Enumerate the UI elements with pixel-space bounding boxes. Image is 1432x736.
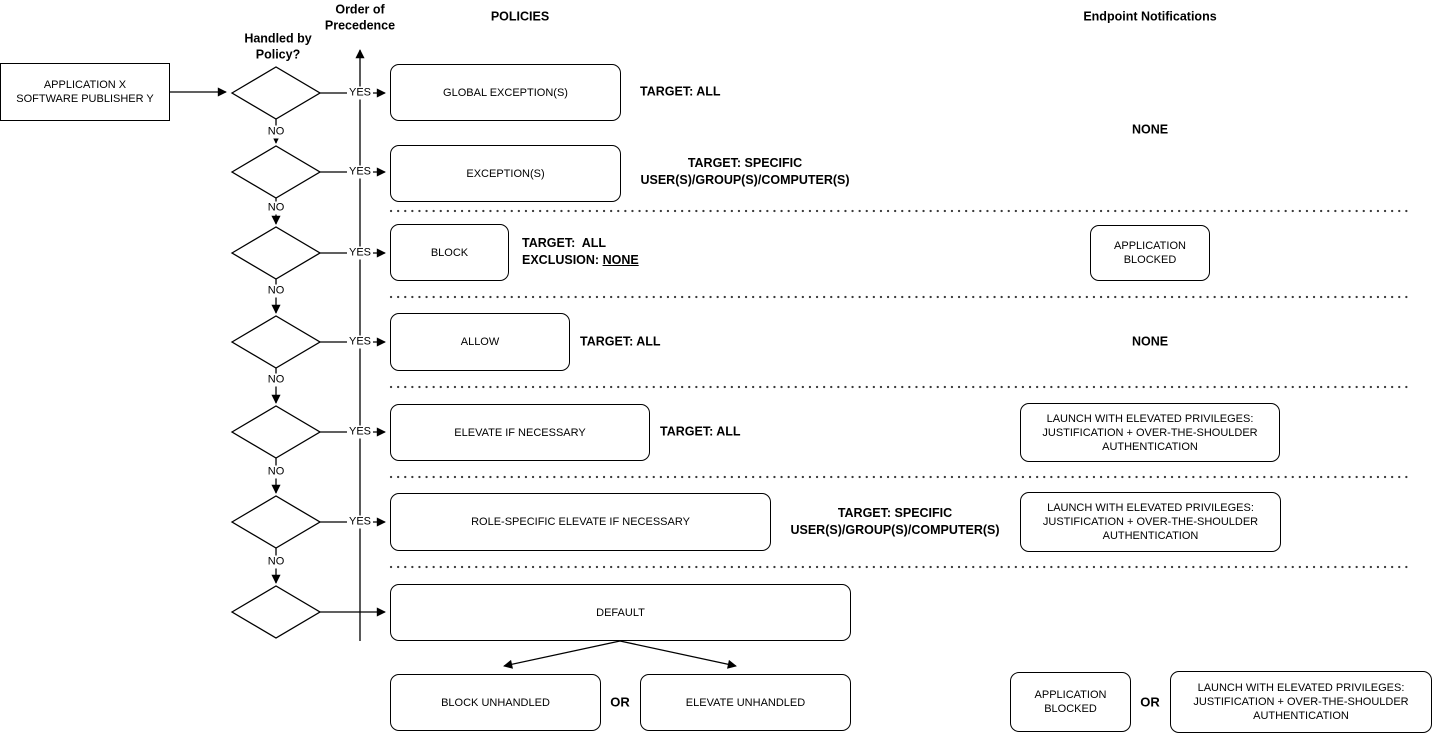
- target-label-allow: TARGET: ALL: [580, 334, 661, 349]
- policy-box-block: BLOCK: [390, 224, 509, 281]
- decision-diamond-6: [230, 495, 322, 549]
- endpoint-notifications-header: Endpoint Notifications: [1083, 9, 1217, 24]
- policy-box-exceptions: EXCEPTION(S): [390, 145, 621, 202]
- yes-label-4: YES: [346, 335, 374, 349]
- notification-none-exceptions: NONE: [1131, 122, 1169, 137]
- default-to-block-unhandled-arrow: [503, 640, 621, 669]
- yes-label-1: YES: [346, 86, 374, 100]
- notification-box-launch-elevated-1: LAUNCH WITH ELEVATED PRIVILEGES: JUSTIFI…: [1020, 403, 1280, 462]
- no-label-1: NO: [265, 125, 287, 139]
- no-label-2: NO: [265, 201, 287, 215]
- notification-box-application-blocked: APPLICATION BLOCKED: [1090, 225, 1210, 281]
- target-block-line1: TARGET: ALL: [522, 236, 607, 250]
- dotted-separators: [389, 209, 1410, 569]
- outcome-box-block-unhandled: BLOCK UNHANDLED: [390, 674, 601, 731]
- target-label-exceptions: TARGET: SPECIFIC USER(S)/GROUP(S)/COMPUT…: [640, 156, 850, 187]
- default-to-elevate-unhandled-arrow: [619, 640, 737, 669]
- target-label-role-specific: TARGET: SPECIFIC USER(S)/GROUP(S)/COMPUT…: [790, 506, 1000, 537]
- yes-label-2: YES: [346, 165, 374, 179]
- source-box-application: APPLICATION X SOFTWARE PUBLISHER Y: [0, 63, 170, 121]
- yes-label-6: YES: [346, 515, 374, 529]
- yes-label-5: YES: [346, 425, 374, 439]
- no-label-4: NO: [265, 373, 287, 387]
- exclusion-label: EXCLUSION:: [522, 253, 603, 267]
- exclusion-value: NONE: [602, 253, 639, 267]
- decision-diamond-5: [230, 405, 322, 459]
- target-label-elevate: TARGET: ALL: [660, 424, 741, 439]
- no-label-6: NO: [265, 555, 287, 569]
- decision-diamond-3: [230, 226, 322, 280]
- decision-diamond-1: [230, 66, 322, 120]
- decision-diamond-7: [230, 585, 322, 639]
- decision-diamond-2: [230, 145, 322, 199]
- policy-box-default: DEFAULT: [390, 584, 851, 641]
- notification-box-launch-elevated-2: LAUNCH WITH ELEVATED PRIVILEGES: JUSTIFI…: [1020, 492, 1281, 552]
- order-of-precedence-header: Order of Precedence: [324, 2, 396, 33]
- decision-diamond-4: [230, 315, 322, 369]
- policy-box-allow: ALLOW: [390, 313, 570, 371]
- decision-diamonds: [230, 66, 322, 639]
- policies-header: POLICIES: [490, 9, 550, 24]
- notification-box-launch-elevated-default: LAUNCH WITH ELEVATED PRIVILEGES: JUSTIFI…: [1170, 671, 1432, 733]
- outcome-box-elevate-unhandled: ELEVATE UNHANDLED: [640, 674, 851, 731]
- target-label-block: TARGET: ALL EXCLUSION: NONE: [522, 235, 639, 269]
- policy-box-role-specific-elevate: ROLE-SPECIFIC ELEVATE IF NECESSARY: [390, 493, 771, 551]
- policy-box-elevate-if-necessary: ELEVATE IF NECESSARY: [390, 404, 650, 461]
- or-label-notifications: OR: [1140, 694, 1160, 710]
- yes-label-3: YES: [346, 246, 374, 260]
- no-label-3: NO: [265, 284, 287, 298]
- no-label-5: NO: [265, 465, 287, 479]
- notification-none-allow: NONE: [1131, 334, 1169, 349]
- notification-box-application-blocked-default: APPLICATION BLOCKED: [1010, 672, 1131, 732]
- or-label-outcomes: OR: [610, 694, 630, 710]
- policy-box-global-exceptions: GLOBAL EXCEPTION(S): [390, 64, 621, 121]
- target-label-global-exceptions: TARGET: ALL: [640, 84, 721, 99]
- handled-by-policy-header: Handled by Policy?: [244, 31, 312, 62]
